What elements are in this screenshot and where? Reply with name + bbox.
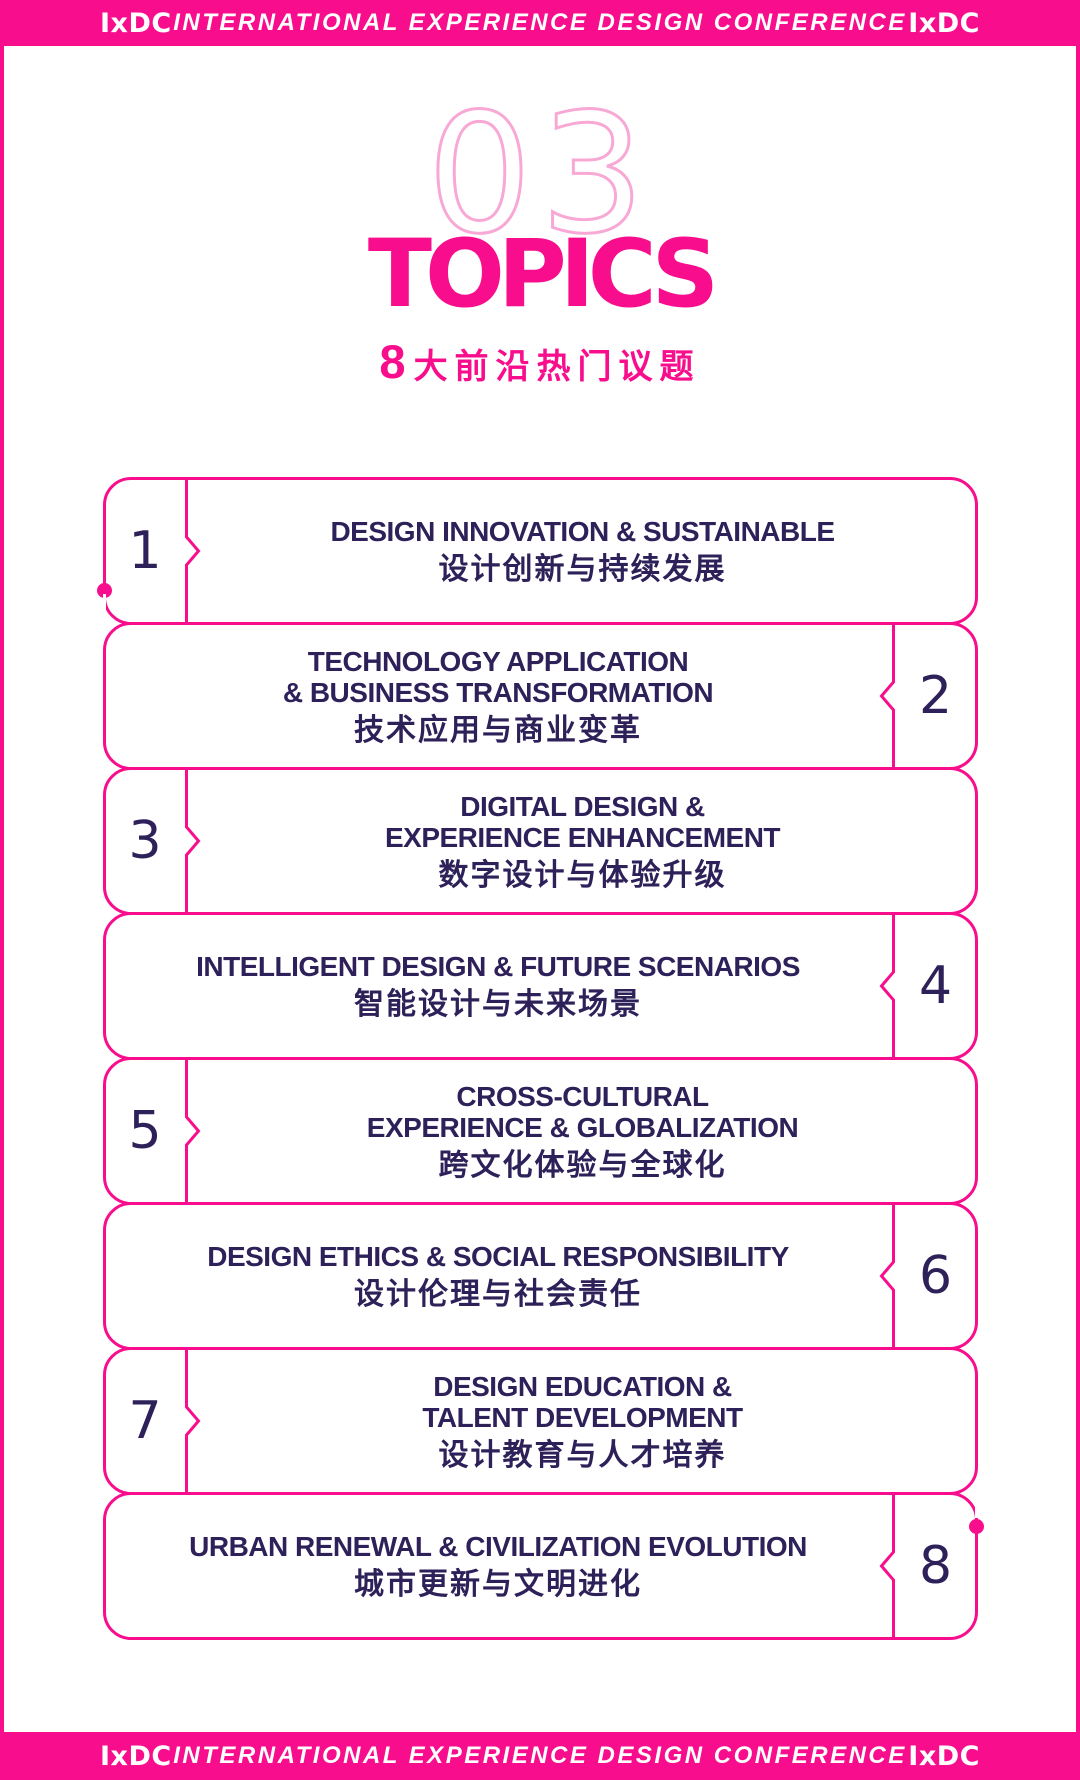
topic-title-en: INTELLIGENT DESIGN & FUTURE SCENARIOS [196, 951, 800, 982]
topic-number: 2 [918, 666, 953, 726]
page-title: TOPICS [367, 220, 719, 329]
divider-chevron-left-icon [879, 1205, 895, 1347]
topic-title-zh: 智能设计与未来场景 [354, 988, 642, 1021]
right-border-rail [1076, 0, 1080, 1780]
topic-number: 4 [918, 956, 953, 1016]
topic-title-line: EXPERIENCE ENHANCEMENT [384, 821, 781, 853]
topic-title-en: URBAN RENEWAL & CIVILIZATION EVOLUTION [189, 1531, 807, 1562]
divider-chevron-left-icon [879, 1495, 895, 1637]
topic-row: 8 URBAN RENEWAL & CIVILIZATION EVOLUTION… [103, 1492, 984, 1640]
topic-number: 7 [128, 1391, 162, 1451]
topic-title-en: DESIGN ETHICS & SOCIAL RESPONSIBILITY [207, 1241, 789, 1272]
divider-chevron-left-icon [879, 625, 895, 767]
footer-bar: IxDC INTERNATIONAL EXPERIENCE DESIGN CON… [0, 1732, 1080, 1780]
topic-title-zh: 设计伦理与社会责任 [354, 1278, 642, 1311]
topic-number: 3 [128, 811, 162, 871]
topic-title-line: EXPERIENCE & GLOBALIZATION [366, 1111, 799, 1143]
topic-content: DESIGN EDUCATION &TALENT DEVELOPMENT 设计教… [103, 1347, 978, 1495]
topic-content: DIGITAL DESIGN &EXPERIENCE ENHANCEMENT 数… [103, 767, 978, 915]
divider-chevron-left-icon [879, 915, 895, 1057]
topic-title-zh: 跨文化体验与全球化 [438, 1148, 727, 1182]
topic-title-line: INTELLIGENT DESIGN & FUTURE SCENARIOS [196, 951, 800, 982]
subtitle-count: 8 [379, 335, 406, 388]
topic-title-line: DIGITAL DESIGN & [460, 790, 705, 822]
topic-title-line: TECHNOLOGY APPLICATION [307, 645, 689, 677]
header-banner-text: INTERNATIONAL EXPERIENCE DESIGN CONFEREN… [173, 9, 907, 36]
topic-title-zh: 设计教育与人才培养 [438, 1438, 727, 1472]
topic-number: 1 [128, 521, 162, 581]
topic-title-line: CROSS-CULTURAL [456, 1080, 709, 1112]
topic-title-line: URBAN RENEWAL & CIVILIZATION EVOLUTION [189, 1531, 807, 1562]
section-number-outline: 03 [426, 78, 653, 270]
ixdc-logo-left: IxDC [100, 7, 172, 39]
topic-title-line: & BUSINESS TRANSFORMATION [282, 676, 714, 708]
footer-banner-text: INTERNATIONAL EXPERIENCE DESIGN CONFEREN… [173, 1742, 907, 1769]
topic-title-en: TECHNOLOGY APPLICATION& BUSINESS TRANSFO… [282, 645, 714, 708]
subtitle-text: 大前沿热门议题 [413, 348, 701, 386]
topic-title-line: DESIGN ETHICS & SOCIAL RESPONSIBILITY [207, 1241, 789, 1272]
header-bar: IxDC INTERNATIONAL EXPERIENCE DESIGN CON… [0, 0, 1080, 46]
topic-box-border [103, 1492, 978, 1640]
divider-chevron-right-icon [185, 480, 201, 622]
topic-content: DESIGN ETHICS & SOCIAL RESPONSIBILITY 设计… [103, 1202, 978, 1350]
topic-row: 1 DESIGN INNOVATION & SUSTAINABLE 设计创新与持… [97, 477, 978, 625]
topic-row: 3 DIGITAL DESIGN &EXPERIENCE ENHANCEMENT… [103, 767, 978, 915]
topic-title-en: DESIGN INNOVATION & SUSTAINABLE [330, 516, 835, 547]
topic-title-zh: 设计创新与持续发展 [438, 553, 727, 586]
divider-chevron-right-icon [185, 1350, 201, 1492]
page-subtitle: 8 大前沿热门议题 [0, 338, 1080, 385]
topic-number: 6 [918, 1246, 953, 1306]
topic-row: 6 DESIGN ETHICS & SOCIAL RESPONSIBILITY … [103, 1202, 978, 1350]
topic-number: 8 [918, 1536, 953, 1596]
divider-chevron-right-icon [185, 770, 201, 912]
topic-content: TECHNOLOGY APPLICATION& BUSINESS TRANSFO… [103, 622, 978, 770]
topic-row: 4 INTELLIGENT DESIGN & FUTURE SCENARIOS … [103, 912, 978, 1060]
left-border-rail [0, 0, 4, 1780]
topic-title-zh: 数字设计与体验升级 [438, 858, 727, 892]
topic-title-en: DESIGN EDUCATION &TALENT DEVELOPMENT [422, 1370, 743, 1433]
topic-title-line: DESIGN INNOVATION & SUSTAINABLE [330, 516, 835, 547]
topic-content: INTELLIGENT DESIGN & FUTURE SCENARIOS 智能… [103, 912, 978, 1060]
ixdc-logo-right: IxDC [908, 7, 980, 39]
topic-row: 7 DESIGN EDUCATION &TALENT DEVELOPMENT 设… [103, 1347, 978, 1495]
topic-title-line: TALENT DEVELOPMENT [422, 1401, 743, 1433]
topic-content: DESIGN INNOVATION & SUSTAINABLE 设计创新与持续发… [103, 477, 978, 625]
topic-content: URBAN RENEWAL & CIVILIZATION EVOLUTION 城… [103, 1492, 978, 1640]
divider-chevron-right-icon [185, 1060, 201, 1202]
topic-title-en: DIGITAL DESIGN &EXPERIENCE ENHANCEMENT [384, 790, 781, 853]
topic-number: 5 [128, 1101, 162, 1161]
ixdc-logo-footer-right: IxDC [908, 1740, 980, 1772]
topics-list: 1 DESIGN INNOVATION & SUSTAINABLE 设计创新与持… [97, 477, 984, 1640]
topic-title-line: DESIGN EDUCATION & [433, 1370, 732, 1402]
topic-title-zh: 城市更新与文明进化 [354, 1568, 642, 1601]
ixdc-logo-footer-left: IxDC [100, 1740, 172, 1772]
topic-title-zh: 技术应用与商业变革 [354, 713, 642, 747]
topic-row: 2 TECHNOLOGY APPLICATION& BUSINESS TRANS… [103, 622, 978, 770]
